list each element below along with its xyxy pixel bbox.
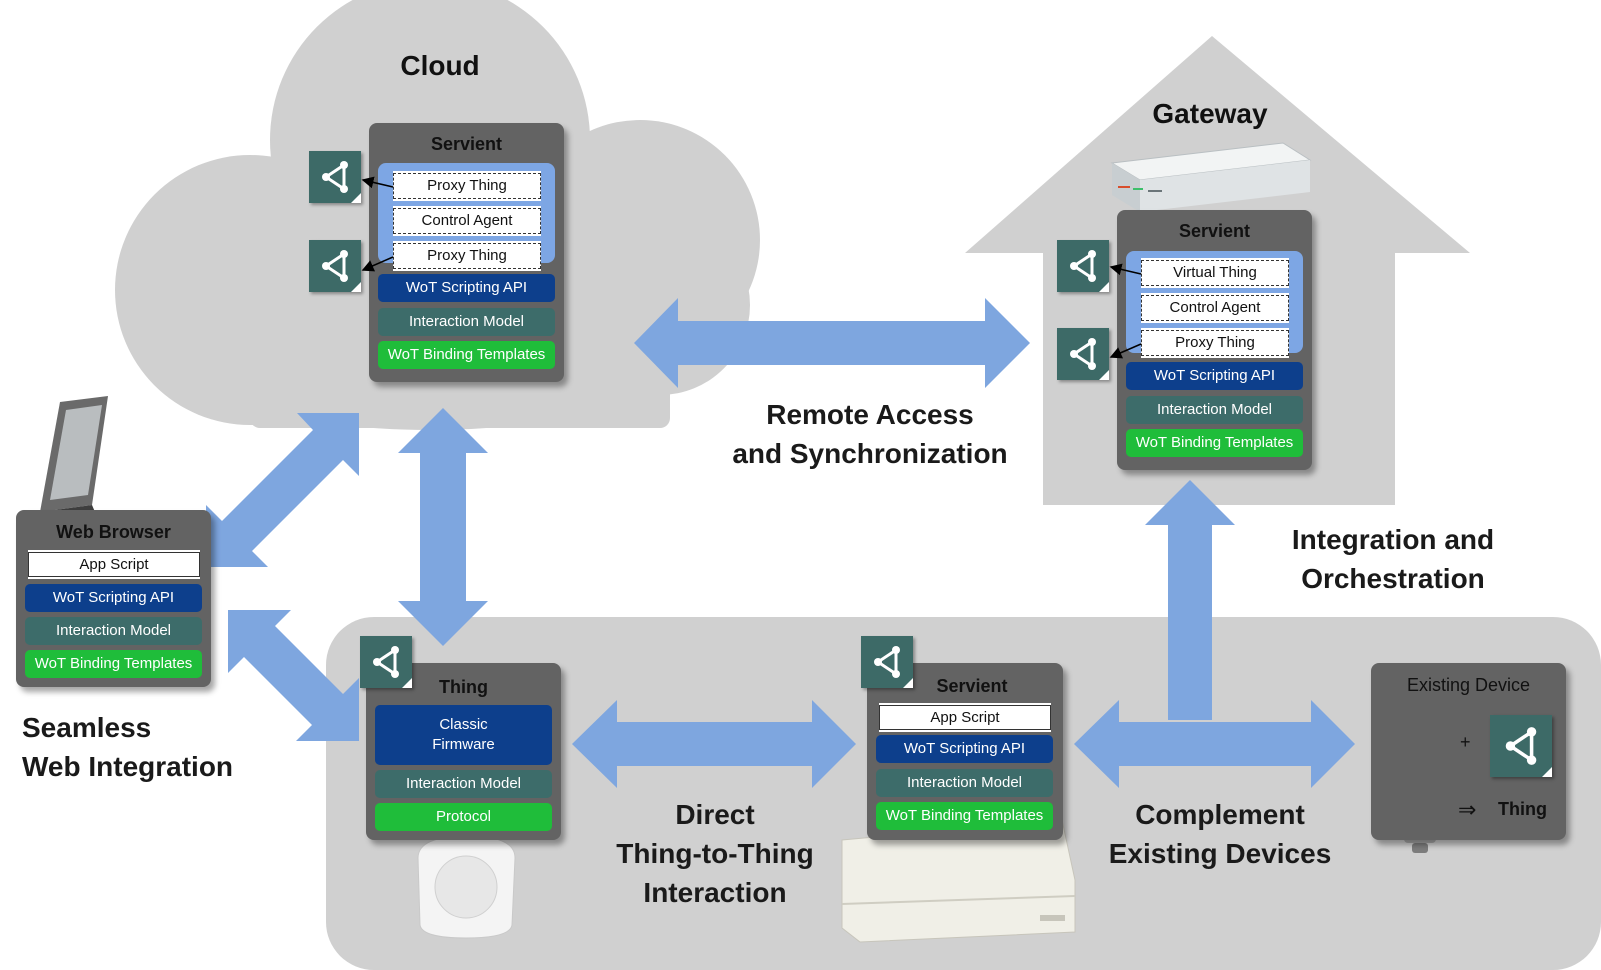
integration-arrow: [1145, 480, 1235, 720]
integration-caption: Integration and Orchestration: [1268, 520, 1518, 598]
integration-line-2: Orchestration: [1301, 563, 1485, 594]
browser-binding-templates-layer: WoT Binding Templates: [25, 650, 202, 678]
thing-stack: Thing Classic Firmware Interaction Model…: [366, 663, 561, 840]
device-interaction-model-layer: Interaction Model: [876, 769, 1053, 797]
device-servient: Servient App Script WoT Scripting API In…: [867, 663, 1063, 840]
seamless-line-1: Seamless: [22, 712, 152, 743]
thing-to-thing-arrow: [572, 700, 856, 788]
gateway-router-image: [1110, 142, 1312, 212]
direct-line-1: Direct: [675, 799, 755, 830]
device-app-script: App Script: [879, 705, 1051, 730]
thing-description-icon: [309, 151, 361, 203]
complement-caption: Complement Existing Devices: [1090, 795, 1350, 873]
remote-access-arrow: [634, 298, 1030, 388]
cloud-label: Cloud: [400, 50, 480, 81]
web-browser-stack: Web Browser App Script WoT Scripting API…: [16, 510, 211, 687]
existing-device-thing-label: Thing: [1498, 799, 1547, 819]
cloud-control-agent: Control Agent: [393, 208, 541, 234]
thing-description-icon: [1057, 328, 1109, 380]
complement-arrow: [1074, 700, 1355, 788]
motion-sensor-image: [417, 835, 516, 939]
gateway-control-agent: Control Agent: [1141, 295, 1289, 321]
classic-firmware-line-1: Classic: [439, 716, 488, 733]
gateway-scripting-api-layer: WoT Scripting API: [1126, 362, 1303, 390]
gateway-virtual-thing: Virtual Thing: [1141, 260, 1289, 286]
remote-access-caption: Remote Access and Synchronization: [700, 395, 1040, 473]
complement-line-1: Complement: [1135, 799, 1305, 830]
cloud-servient: Servient Proxy Thing Control Agent Proxy…: [369, 123, 564, 382]
device-servient-title: Servient: [936, 676, 1008, 696]
classic-firmware-line-2: Firmware: [432, 736, 495, 753]
seamless-caption: Seamless Web Integration: [22, 708, 282, 786]
gateway-binding-templates-layer: WoT Binding Templates: [1126, 429, 1303, 457]
arrows: [206, 298, 1355, 788]
thing-interaction-model-layer: Interaction Model: [375, 770, 552, 798]
thing-title: Thing: [439, 677, 488, 697]
web-browser-title: Web Browser: [56, 522, 171, 542]
thing-description-icon: [309, 240, 361, 292]
browser-scripting-api-layer: WoT Scripting API: [25, 584, 202, 612]
remote-access-line-1: Remote Access: [766, 399, 974, 430]
browser-app-script: App Script: [28, 552, 200, 577]
plus-sign: +: [1460, 732, 1471, 752]
protocol-layer: Protocol: [375, 803, 552, 831]
gateway-label: Gateway: [1152, 98, 1268, 129]
remote-access-line-2: and Synchronization: [732, 438, 1008, 469]
browser-cloud-arrow: [206, 413, 359, 567]
cloud-thing-arrow: [398, 408, 488, 646]
direct-line-2: Thing-to-Thing: [616, 838, 814, 869]
seamless-line-2: Web Integration: [22, 751, 234, 782]
cloud-servient-title: Servient: [430, 134, 503, 154]
browser-interaction-model-layer: Interaction Model: [25, 617, 202, 645]
direct-line-3: Interaction: [643, 877, 787, 908]
gateway-proxy-thing: Proxy Thing: [1141, 330, 1289, 356]
cloud-proxy-thing-2: Proxy Thing: [393, 243, 541, 269]
browser-thing-arrow: [228, 610, 359, 741]
cloud-binding-templates-layer: WoT Binding Templates: [378, 341, 555, 369]
device-scripting-api-layer: WoT Scripting API: [876, 735, 1053, 763]
gateway-servient: Servient Virtual Thing Control Agent Pro…: [1117, 210, 1312, 470]
tablet-image: [40, 396, 108, 519]
direct-caption: Direct Thing-to-Thing Interaction: [595, 795, 835, 912]
gateway-interaction-model-layer: Interaction Model: [1126, 396, 1303, 424]
cloud-proxy-thing-1: Proxy Thing: [393, 173, 541, 199]
cloud-scripting-api-layer: WoT Scripting API: [378, 274, 555, 302]
integration-line-1: Integration and: [1291, 524, 1495, 555]
thing-description-icon: [1490, 715, 1552, 777]
thing-description-icon: [1057, 240, 1109, 292]
implies-symbol: ⇒: [1458, 797, 1477, 822]
cloud-interaction-model-layer: Interaction Model: [378, 308, 555, 336]
gateway-servient-title: Servient: [1178, 221, 1251, 241]
complement-line-2: Existing Devices: [1108, 838, 1332, 869]
device-binding-templates-layer: WoT Binding Templates: [876, 802, 1053, 830]
existing-device-title: Existing Device: [1406, 675, 1531, 695]
thing-description-icon: [360, 636, 412, 688]
classic-firmware-layer: Classic Firmware: [375, 705, 552, 765]
thing-description-icon: [861, 636, 913, 688]
